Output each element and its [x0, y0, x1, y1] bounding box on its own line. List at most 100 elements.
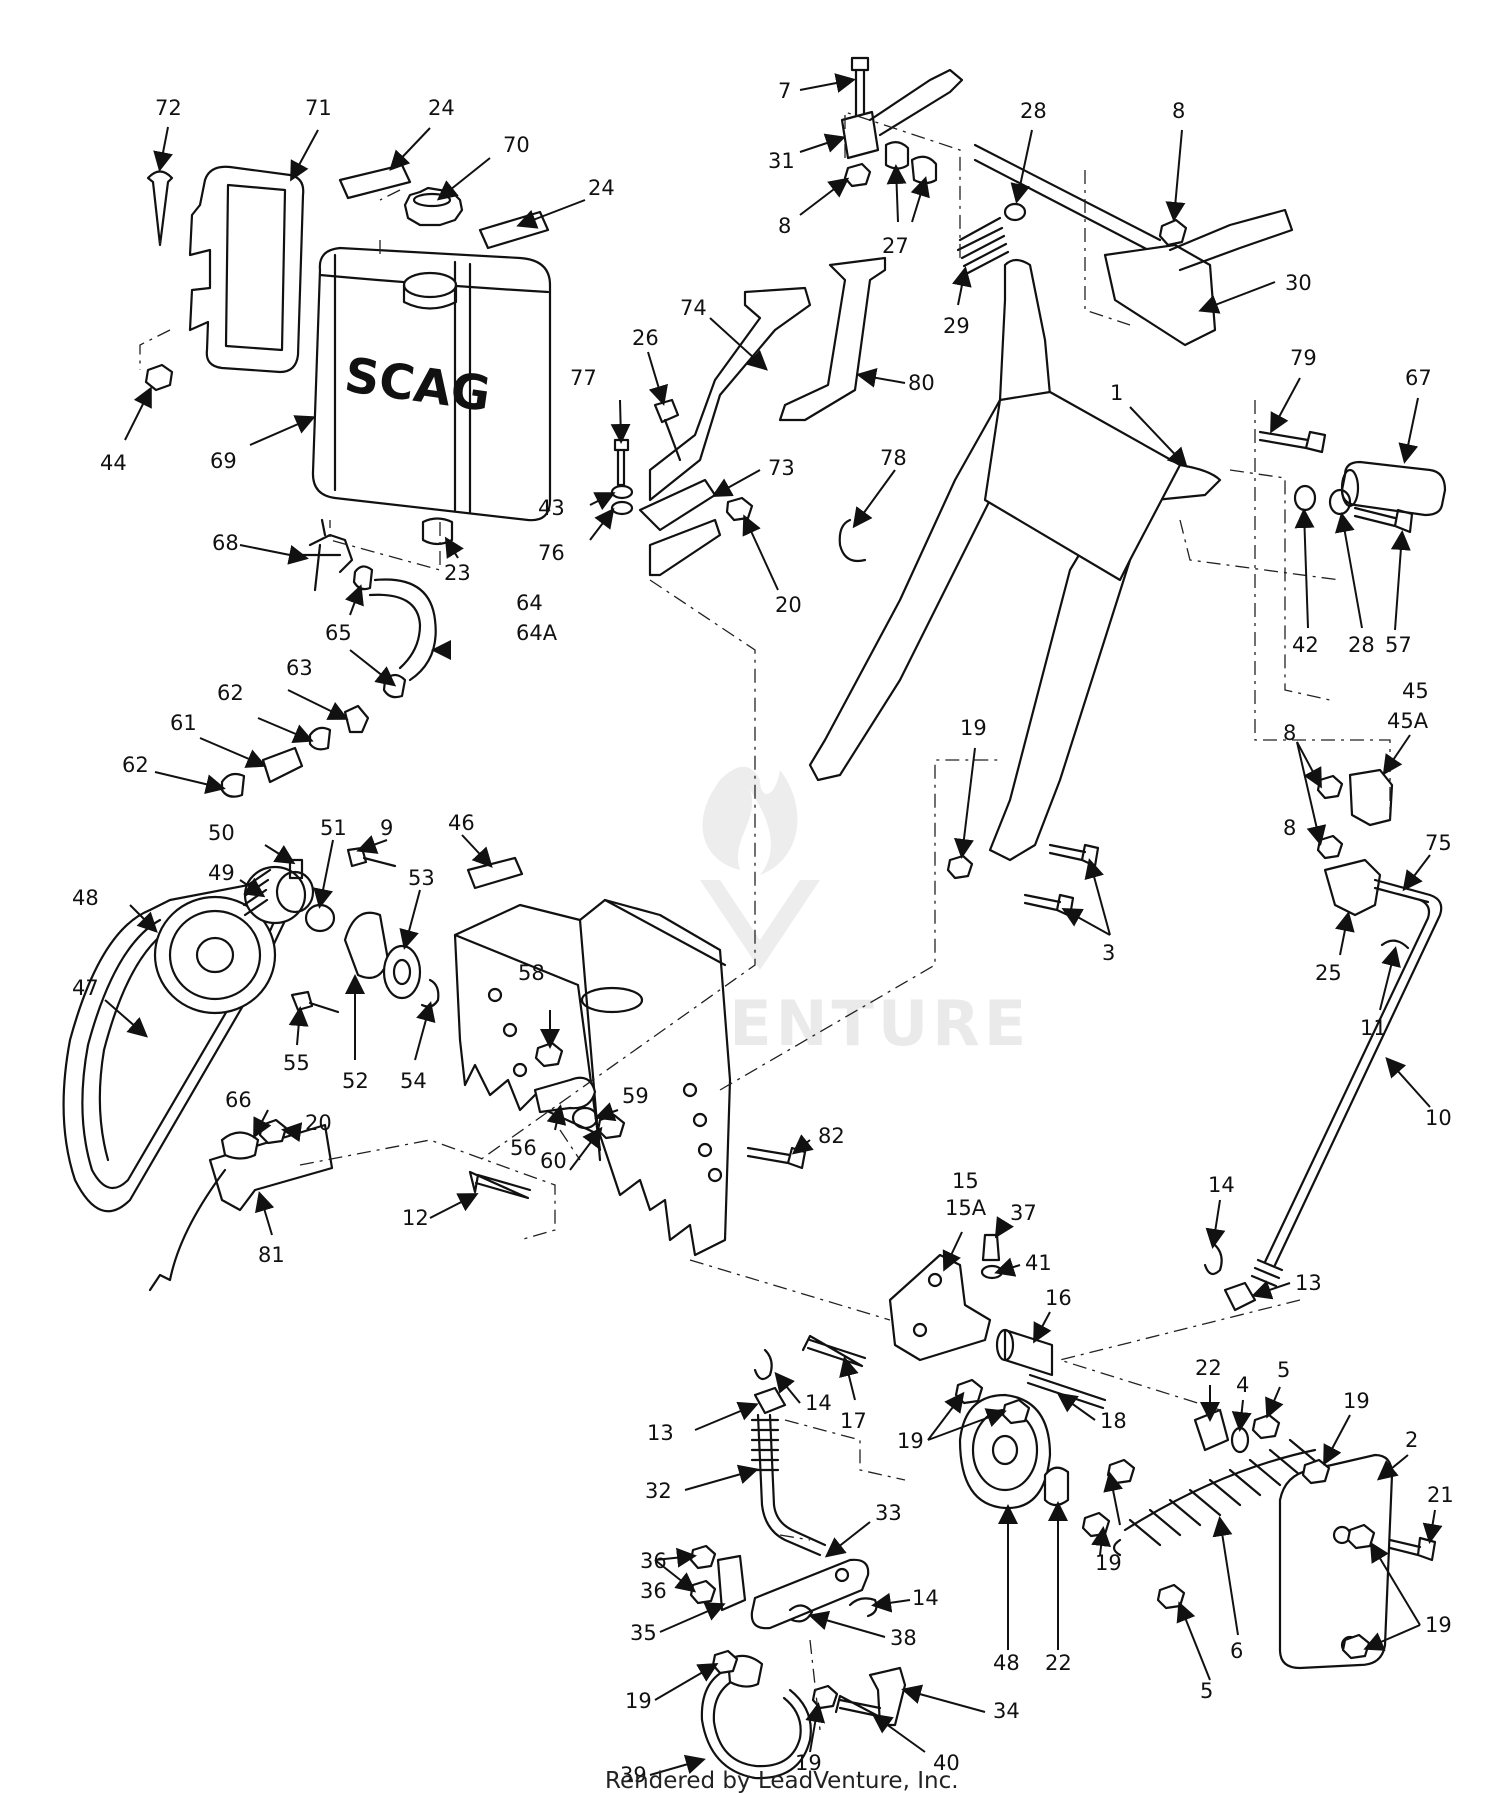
callout: 8 — [1172, 99, 1185, 123]
callout: 8 — [1283, 816, 1296, 840]
lever-31 — [840, 110, 880, 160]
plate-35 — [716, 1554, 747, 1612]
callout: 67 — [1405, 366, 1432, 390]
callout: 2 — [1405, 1428, 1418, 1452]
nut-36-a — [689, 1544, 717, 1570]
bolt-26 — [653, 398, 682, 462]
decal-24-top — [338, 163, 412, 200]
control-bracket-group — [610, 56, 1294, 577]
callout: 62 — [122, 753, 149, 777]
spacer-22-upper — [1193, 1408, 1230, 1452]
callout: 8 — [1283, 721, 1296, 745]
callout: 38 — [890, 1626, 917, 1650]
callout: 25 — [1315, 961, 1342, 985]
brake-band-39 — [700, 1666, 812, 1780]
callout: 14 — [912, 1586, 939, 1610]
callout: 8 — [778, 214, 791, 238]
handle-grip-67 — [1340, 460, 1447, 517]
fuel-tank-group: SCAG — [144, 163, 552, 798]
arm-15 — [888, 1253, 992, 1362]
callout: 54 — [400, 1069, 427, 1093]
clevis-13-lower — [753, 1386, 787, 1415]
spring-6 — [1112, 1438, 1322, 1557]
nut-19-arm — [954, 1378, 984, 1405]
callout: 80 — [908, 371, 935, 395]
callout: 49 — [208, 861, 235, 885]
nut-8-right — [1158, 218, 1188, 247]
bolt-77 — [613, 438, 630, 487]
callout: 64 — [516, 591, 543, 615]
bolt-55 — [290, 990, 340, 1014]
callout: 22 — [1045, 1651, 1072, 1675]
bracket-lower-plate — [648, 518, 722, 577]
callout: 24 — [428, 96, 455, 120]
bracket-45 — [1348, 768, 1394, 827]
callout: 42 — [1292, 633, 1319, 657]
callout: 75 — [1425, 831, 1452, 855]
callout: 71 — [305, 96, 332, 120]
callout: 41 — [1025, 1251, 1052, 1275]
bracket-25 — [1323, 858, 1382, 917]
pin-75 — [1373, 878, 1432, 904]
nut-20-top — [725, 496, 754, 522]
callout: 9 — [380, 816, 393, 840]
callout: 19 — [1425, 1613, 1452, 1637]
callout: 51 — [320, 816, 347, 840]
callout: 14 — [1208, 1173, 1235, 1197]
tank-strap — [188, 165, 305, 374]
callout: 78 — [880, 446, 907, 470]
callout: 52 — [342, 1069, 369, 1093]
callout: 55 — [283, 1051, 310, 1075]
clip-14-link — [848, 1597, 878, 1618]
callout: 53 — [408, 866, 435, 890]
bolt-18 — [1026, 1373, 1107, 1410]
callout: 10 — [1425, 1106, 1452, 1130]
bushing-27b — [910, 155, 938, 185]
washer-43 — [610, 484, 634, 500]
shaft-30 — [973, 143, 1162, 257]
callout: 33 — [875, 1501, 902, 1525]
clip-14-lower — [753, 1348, 773, 1381]
callout: 24 — [588, 176, 615, 200]
decal-46 — [466, 856, 524, 890]
callout: 16 — [1045, 1286, 1072, 1310]
clip-78 — [838, 518, 867, 563]
nut-8-low — [1316, 834, 1344, 860]
callout: 47 — [72, 976, 99, 1000]
callout: 56 — [510, 1136, 537, 1160]
bolt-17 — [801, 1334, 867, 1368]
bracket-74 — [648, 286, 812, 502]
callout: 62 — [217, 681, 244, 705]
callout: 76 — [538, 541, 565, 565]
clip-14-right — [1203, 1243, 1223, 1276]
watermark-flame-icon — [702, 766, 798, 875]
callout: 20 — [775, 593, 802, 617]
callout: 72 — [155, 96, 182, 120]
callout: 13 — [1295, 1271, 1322, 1295]
callout: 31 — [768, 149, 795, 173]
bushing-27a — [884, 141, 910, 170]
callout: 39 — [620, 1763, 647, 1787]
washer-76 — [610, 500, 634, 516]
callout: 66 — [225, 1088, 252, 1112]
callout: 19 — [960, 716, 987, 740]
washer-4 — [1230, 1426, 1250, 1454]
clamp-65a — [352, 565, 374, 591]
callout: 19 — [1343, 1389, 1370, 1413]
nut-19-idler-c — [1081, 1511, 1111, 1538]
screw-72 — [146, 170, 174, 247]
callout: 11 — [1360, 1016, 1387, 1040]
fuel-tank-body — [311, 246, 552, 522]
callout: 60 — [540, 1149, 567, 1173]
rod-32 — [756, 1413, 827, 1557]
bracket-30 — [1103, 243, 1217, 347]
callout: 20 — [305, 1111, 332, 1135]
link-33 — [750, 1558, 870, 1630]
callout: 64A — [516, 621, 558, 645]
clamp-62a — [308, 726, 332, 751]
callout-labels: 72 71 24 70 24 69 44 68 23 64 64A 65 63 … — [72, 79, 1454, 1787]
nut-20-mid — [258, 1118, 288, 1145]
bolt-7 — [850, 56, 870, 122]
callout: 17 — [840, 1409, 867, 1433]
nut-19-handle — [946, 854, 974, 880]
